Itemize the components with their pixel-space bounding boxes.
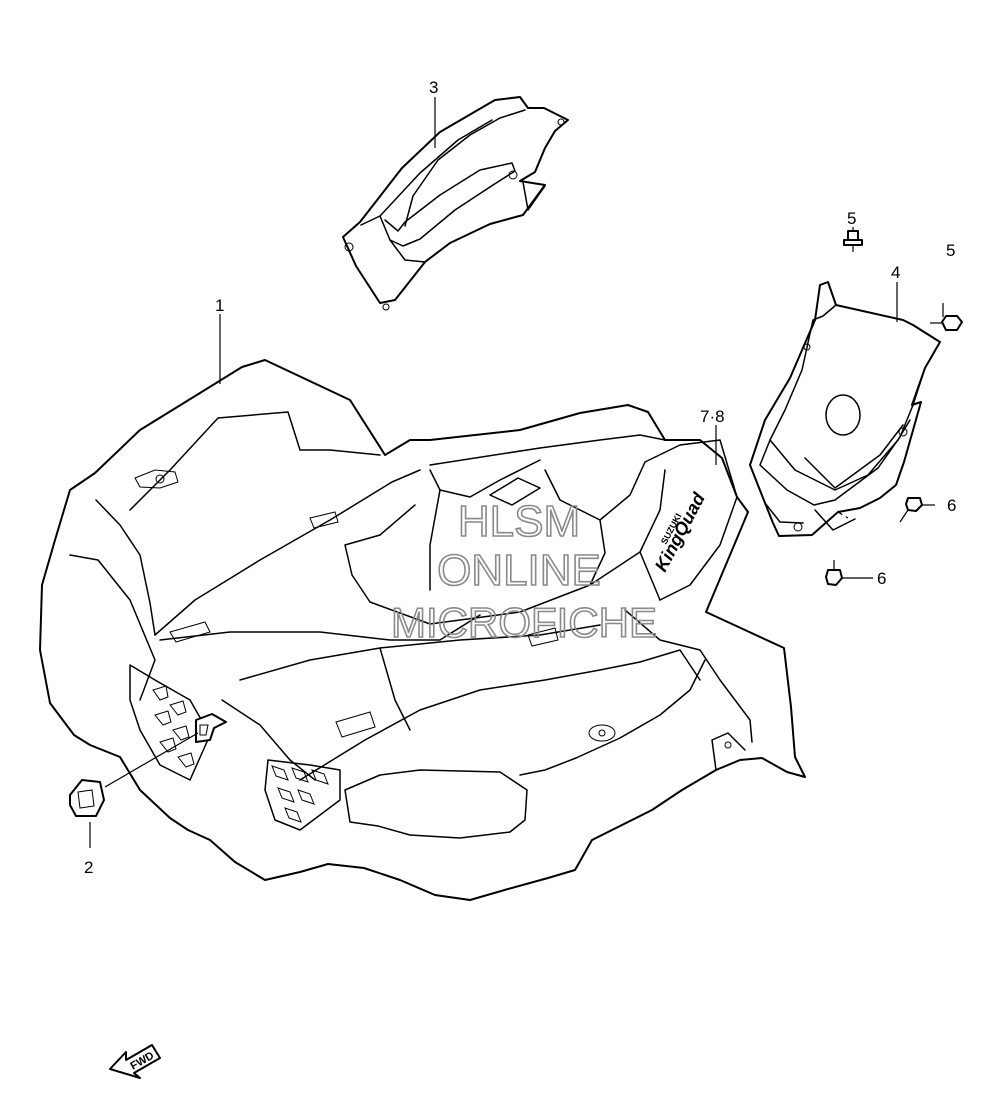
callout-1: 1 bbox=[215, 296, 224, 315]
part-1-front-fender[interactable] bbox=[39, 359, 806, 901]
bolt-5-right[interactable] bbox=[930, 315, 963, 331]
callout-7-8: 7·8 bbox=[700, 407, 725, 426]
bolt-5-upper[interactable] bbox=[843, 230, 863, 252]
callout-6-lower: 6 bbox=[877, 569, 886, 588]
leader-lines bbox=[89, 97, 944, 848]
forward-direction-arrow: FWD bbox=[109, 1044, 161, 1079]
screw-6-right[interactable] bbox=[899, 497, 923, 523]
part-3-inner-panel[interactable] bbox=[342, 96, 569, 311]
watermark-line-2: ONLINE bbox=[437, 546, 601, 595]
grille-right bbox=[271, 765, 329, 823]
callout-5-right: 5 bbox=[946, 241, 955, 260]
callout-3: 3 bbox=[429, 78, 438, 97]
grille-left bbox=[152, 685, 195, 768]
watermark-line-3: MICROFICHE bbox=[391, 599, 657, 646]
callout-2: 2 bbox=[84, 858, 93, 877]
part-4-side-panel[interactable] bbox=[749, 281, 941, 537]
callout-6-right: 6 bbox=[947, 496, 956, 515]
callout-5-upper: 5 bbox=[847, 209, 856, 228]
watermark: HLSM ONLINE MICROFICHE bbox=[390, 496, 658, 647]
part-2-emblem[interactable] bbox=[69, 779, 105, 817]
watermark-line-1: HLSM bbox=[458, 497, 580, 546]
callout-4: 4 bbox=[891, 263, 900, 282]
screw-6-lower[interactable] bbox=[825, 560, 843, 586]
